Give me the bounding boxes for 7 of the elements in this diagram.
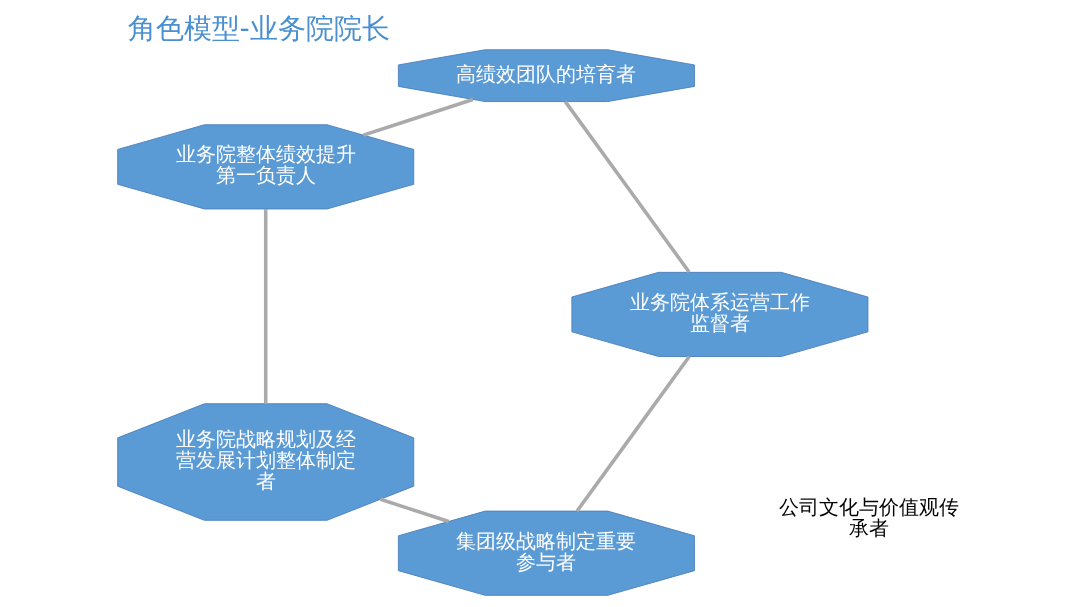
connector: [563, 100, 690, 274]
connector: [362, 97, 473, 137]
connector: [379, 497, 449, 524]
diagram-title: 角色模型-业务院院长: [127, 11, 390, 45]
label: 公司文化与价值观传承者: [778, 495, 959, 541]
connector: [263, 209, 267, 404]
connector: [575, 355, 691, 513]
